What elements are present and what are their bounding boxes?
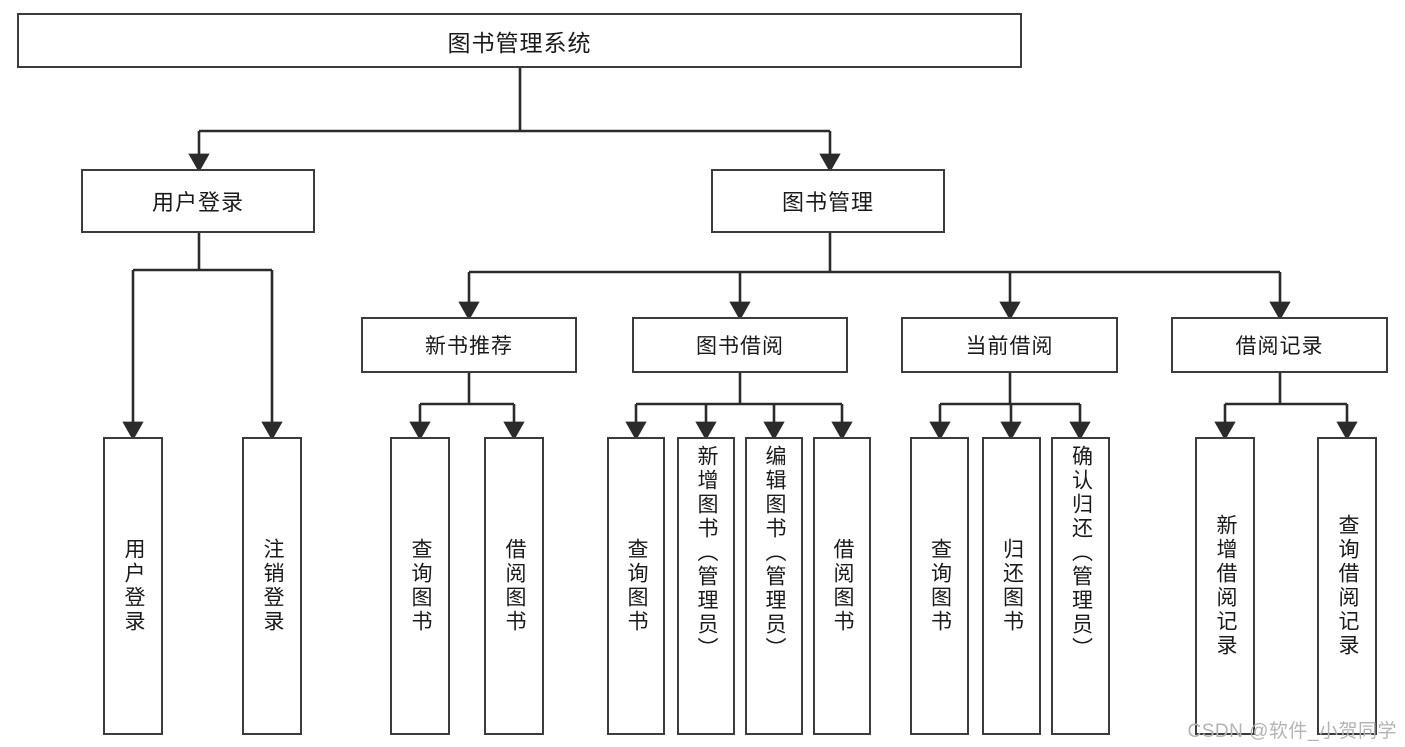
node-new-book-recommend[interactable]: 新书推荐 xyxy=(361,317,577,373)
node-leaf-query-book-3[interactable]: 查询图书 xyxy=(910,437,969,735)
node-label: 用户登录 xyxy=(122,538,146,634)
node-label: 查询图书 xyxy=(625,538,649,634)
node-label: 归还图书 xyxy=(1000,538,1024,634)
node-book-manage[interactable]: 图书管理 xyxy=(711,169,945,233)
node-leaf-add-record[interactable]: 新增借阅记录 xyxy=(1195,437,1255,735)
node-label: 查询图书 xyxy=(928,538,952,634)
node-leaf-add-book[interactable]: 新增图书（管理员） xyxy=(677,437,735,735)
node-leaf-user-login[interactable]: 用户登录 xyxy=(103,437,163,735)
node-leaf-query-record[interactable]: 查询借阅记录 xyxy=(1317,437,1377,735)
node-leaf-query-book-2[interactable]: 查询图书 xyxy=(607,437,665,735)
watermark-text: CSDN @软件_小贺同学 xyxy=(1187,721,1397,742)
node-label: 编辑图书（管理员） xyxy=(763,445,787,661)
node-leaf-borrow-book-1[interactable]: 借阅图书 xyxy=(484,437,544,735)
node-current-borrow[interactable]: 当前借阅 xyxy=(901,317,1118,373)
node-label: 确认归还（管理员） xyxy=(1069,445,1093,661)
node-label: 查询借阅记录 xyxy=(1336,514,1360,658)
node-label: 图书借阅 xyxy=(696,335,784,358)
node-leaf-return-book[interactable]: 归还图书 xyxy=(982,437,1041,735)
node-label: 新增借阅记录 xyxy=(1214,514,1238,658)
node-label: 借阅图书 xyxy=(503,538,527,634)
node-label: 新书推荐 xyxy=(425,335,513,358)
node-label: 当前借阅 xyxy=(965,335,1054,358)
node-leaf-confirm-return[interactable]: 确认归还（管理员） xyxy=(1051,437,1110,735)
node-label: 借阅记录 xyxy=(1235,335,1324,358)
node-book-borrow[interactable]: 图书借阅 xyxy=(632,317,848,373)
node-label: 借阅图书 xyxy=(831,538,855,634)
node-root-system[interactable]: 图书管理系统 xyxy=(17,13,1022,68)
node-leaf-borrow-book-2[interactable]: 借阅图书 xyxy=(813,437,871,735)
node-borrow-record[interactable]: 借阅记录 xyxy=(1171,317,1388,373)
node-label: 新增图书（管理员） xyxy=(695,445,719,661)
node-leaf-edit-book[interactable]: 编辑图书（管理员） xyxy=(745,437,803,735)
node-label: 图书管理系统 xyxy=(447,29,592,56)
node-label: 查询图书 xyxy=(409,538,433,634)
node-leaf-query-book-1[interactable]: 查询图书 xyxy=(390,437,450,735)
node-label: 注销登录 xyxy=(261,538,285,634)
node-user-login[interactable]: 用户登录 xyxy=(81,169,315,233)
node-label: 用户登录 xyxy=(151,190,244,215)
node-label: 图书管理 xyxy=(781,190,874,215)
node-leaf-user-logout[interactable]: 注销登录 xyxy=(242,437,302,735)
